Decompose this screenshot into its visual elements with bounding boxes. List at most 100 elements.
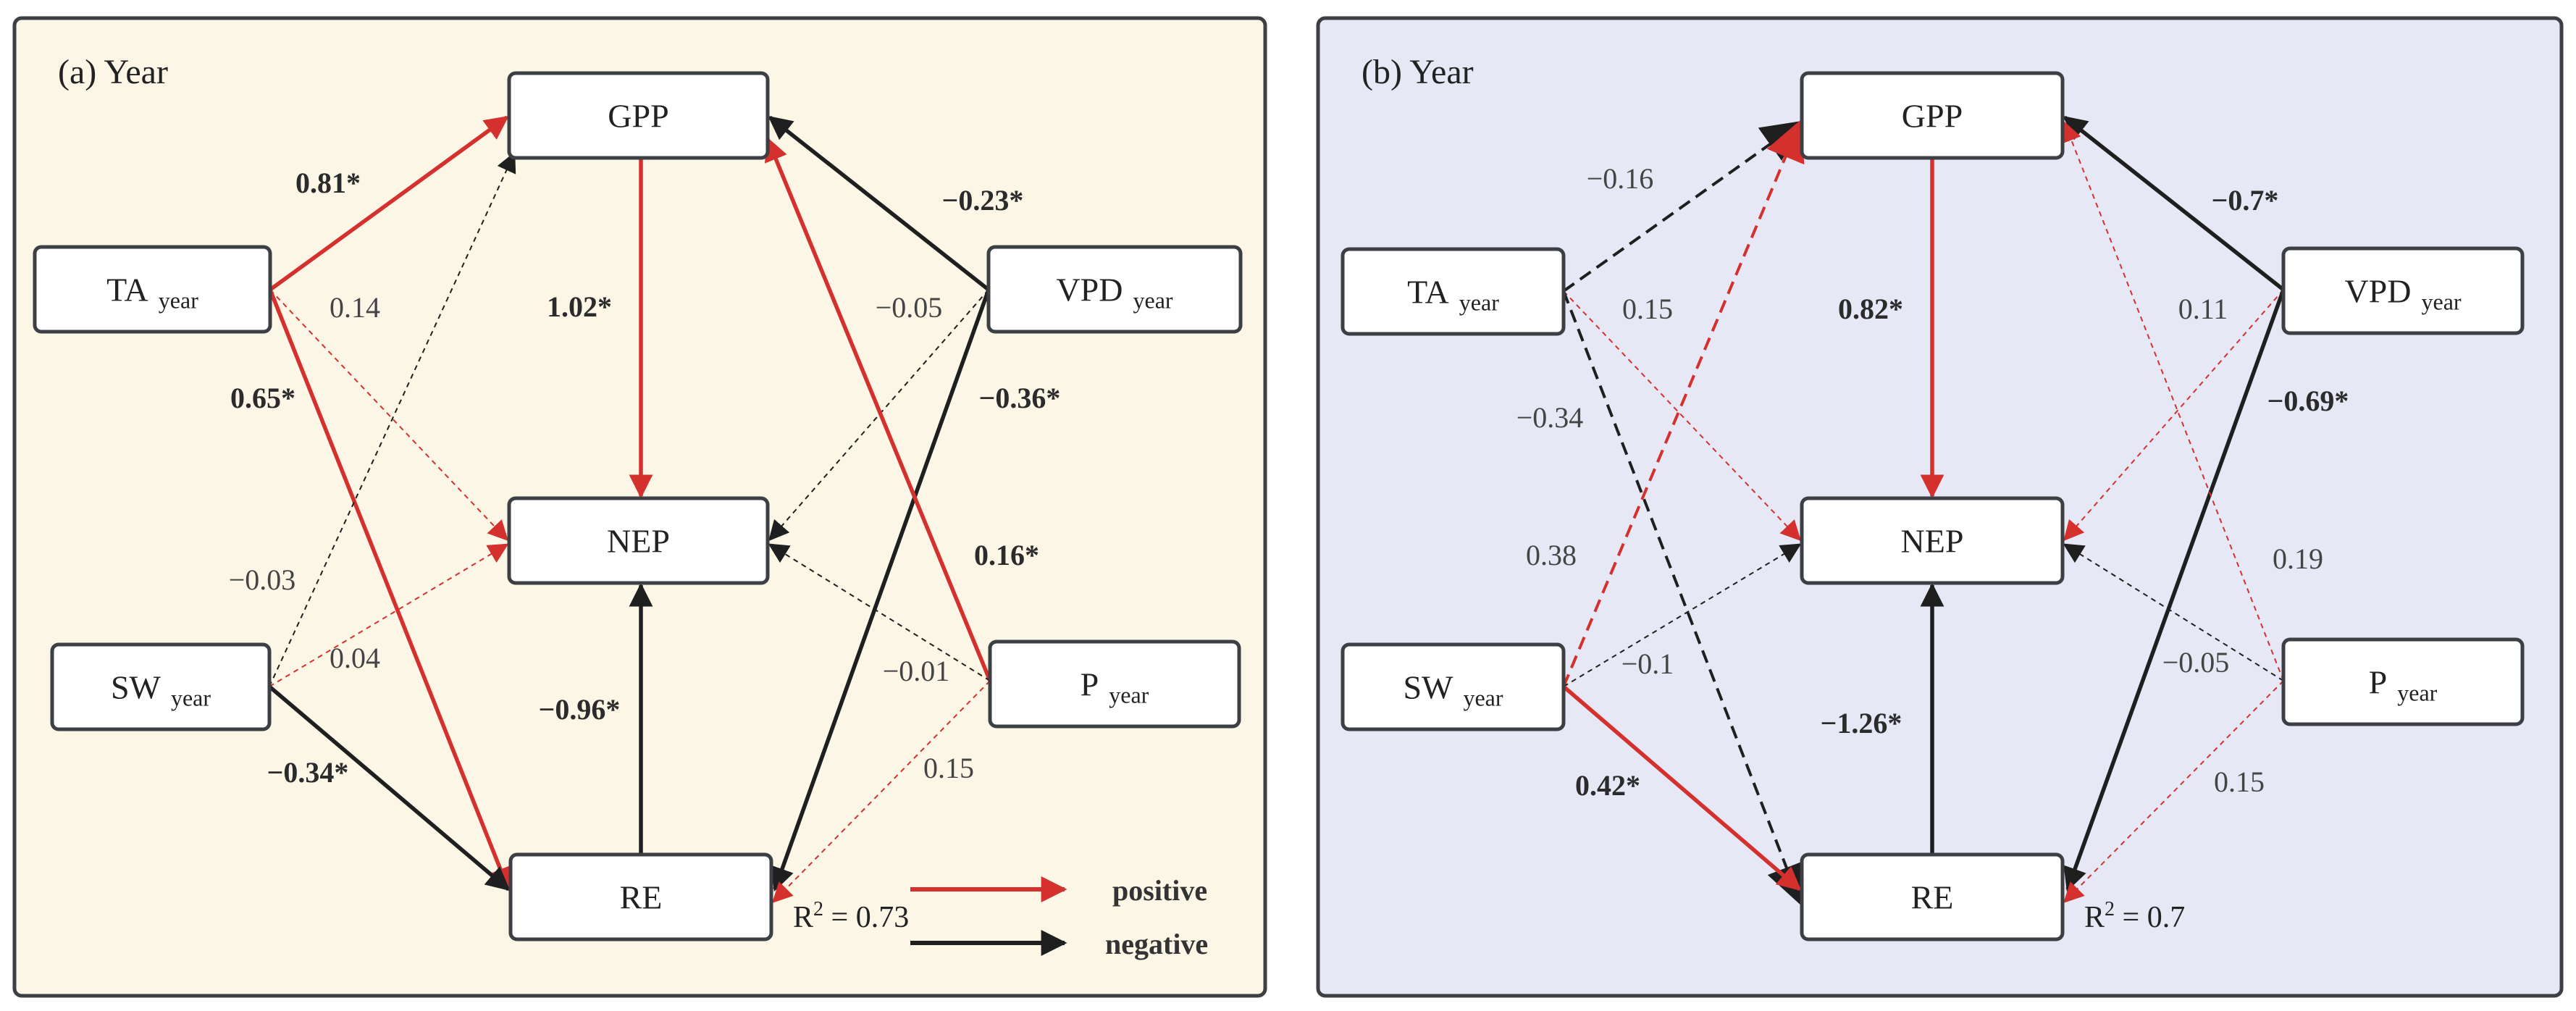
path-arrow-sw-to-re [268, 684, 511, 892]
node-label-main: SW [1403, 669, 1453, 706]
node-label: VPD year [2344, 273, 2461, 315]
path-arrow-ta-to-nep [269, 289, 508, 542]
node-vpd: VPD year [2281, 246, 2525, 335]
node-box [1800, 496, 2065, 585]
coefficient-label-p-to-re: 0.15 [2214, 765, 2265, 798]
node-label-main: P [2369, 664, 2388, 701]
node-label-subscript: year [171, 685, 211, 711]
r-squared-value: 0.7 [2147, 901, 2186, 934]
node-label-subscript: year [1109, 682, 1149, 708]
edge-label-group: 0.81*0.140.65*−0.030.04−0.34*−0.23*−0.05… [229, 167, 1061, 789]
path-arrow-ta-to-re [268, 288, 512, 892]
node-label-main: TA [106, 272, 148, 309]
coefficient-label-sw-to-nep: 0.04 [330, 642, 380, 674]
node-label-main: GPP [608, 98, 668, 135]
coefficient-label-ta-to-re: −0.34 [1516, 401, 1584, 434]
node-label-main: TA [1407, 274, 1449, 311]
panel-a: (a) Year0.81*0.140.65*−0.030.04−0.34*−0.… [12, 16, 1267, 998]
coefficient-label-p-to-nep: −0.01 [883, 655, 950, 687]
path-arrow-p-to-gpp [765, 136, 992, 682]
node-nep: NEP [1800, 496, 2065, 585]
node-box [1341, 247, 1566, 336]
coefficient-label-re-to-nep: −1.26* [1821, 707, 1902, 739]
coefficient-label-sw-to-re: 0.42* [1575, 769, 1640, 802]
node-label-subscript: year [1133, 288, 1172, 314]
node-label: RE [620, 879, 663, 916]
legend-negative-label: negative [1105, 928, 1208, 960]
node-label-main: NEP [1901, 523, 1964, 560]
node-label: GPP [608, 98, 668, 135]
node-label-main: VPD [1056, 272, 1123, 309]
node-label-main: P [1081, 666, 1099, 703]
coefficient-label-p-to-gpp: 0.19 [2273, 542, 2323, 575]
node-label: RE [1911, 879, 1954, 916]
path-arrow-sw-to-nep [1563, 543, 1802, 687]
node-box [2281, 246, 2525, 335]
path-arrow-ta-to-gpp [269, 115, 509, 292]
node-gpp: GPP [1800, 71, 2065, 160]
node-label-subscript: year [2421, 289, 2461, 315]
path-arrow-vpd-to-re [771, 289, 991, 892]
node-label-main: GPP [1902, 98, 1963, 135]
node-label-main: RE [620, 879, 663, 916]
coefficient-label-vpd-to-re: −0.69* [2267, 385, 2349, 417]
coefficient-label-p-to-nep: −0.05 [2162, 646, 2230, 679]
coefficient-label-gpp-to-nep: 1.02* [547, 290, 612, 323]
coefficient-label-sw-to-gpp: 0.38 [1526, 539, 1577, 571]
node-label: NEP [607, 523, 670, 560]
edge-label-group: −0.160.15−0.340.38−0.10.42*−0.7*0.11−0.6… [1516, 162, 2349, 802]
node-re: RE [1800, 852, 2065, 941]
coefficient-label-re-to-nep: −0.96* [539, 693, 621, 726]
coefficient-label-vpd-to-gpp: −0.23* [942, 184, 1024, 217]
coefficient-label-ta-to-gpp: −0.16 [1587, 162, 1654, 195]
node-box [1341, 642, 1566, 731]
path-arrow-ta-to-gpp [1562, 120, 1803, 293]
node-gpp: GPP [507, 71, 770, 160]
node-label: NEP [1901, 523, 1964, 560]
coefficient-label-vpd-to-re: −0.36* [979, 382, 1061, 414]
path-arrow-p-to-re [772, 680, 991, 903]
node-box [507, 496, 770, 585]
node-label-main: NEP [607, 523, 670, 560]
coefficient-label-sw-to-nep: −0.1 [1621, 647, 1674, 680]
coefficient-label-p-to-re: 0.15 [923, 752, 974, 784]
panel-b: (b) Year−0.160.15−0.340.38−0.10.42*−0.7*… [1316, 16, 2564, 998]
r-squared-label: R2 = 0.7 [2084, 898, 2185, 934]
path-arrow-p-to-gpp [2062, 121, 2284, 681]
edge-group [1562, 115, 2286, 906]
coefficient-label-ta-to-nep: 0.15 [1622, 293, 1673, 325]
node-sw: SW year [1341, 642, 1566, 731]
path-arrow-sw-to-gpp [1562, 119, 1805, 687]
coefficient-label-vpd-to-nep: 0.11 [2178, 293, 2228, 325]
node-label-main: RE [1911, 879, 1954, 916]
coefficient-label-sw-to-gpp: −0.03 [229, 563, 296, 596]
node-box [507, 71, 770, 160]
coefficient-label-ta-to-re: 0.65* [230, 382, 295, 414]
coefficient-label-vpd-to-nep: −0.05 [876, 291, 943, 324]
panel-title: (b) Year [1362, 53, 1474, 91]
node-label-subscript: year [2397, 680, 2437, 706]
node-box [988, 639, 1241, 729]
path-arrow-vpd-to-nep [2063, 289, 2284, 542]
coefficient-label-p-to-gpp: 0.16* [974, 539, 1039, 571]
node-label: VPD year [1056, 272, 1172, 314]
path-arrow-sw-to-re [1562, 684, 1802, 892]
path-arrow-sw-to-nep [269, 543, 509, 687]
node-label-main: VPD [2344, 273, 2411, 310]
node-label-subscript: year [1463, 685, 1503, 711]
node-box [2281, 637, 2525, 726]
node-label: GPP [1902, 98, 1963, 135]
path-arrow-p-to-re [2063, 680, 2284, 903]
panel-title: (a) Year [58, 53, 168, 91]
node-box [986, 245, 1243, 334]
